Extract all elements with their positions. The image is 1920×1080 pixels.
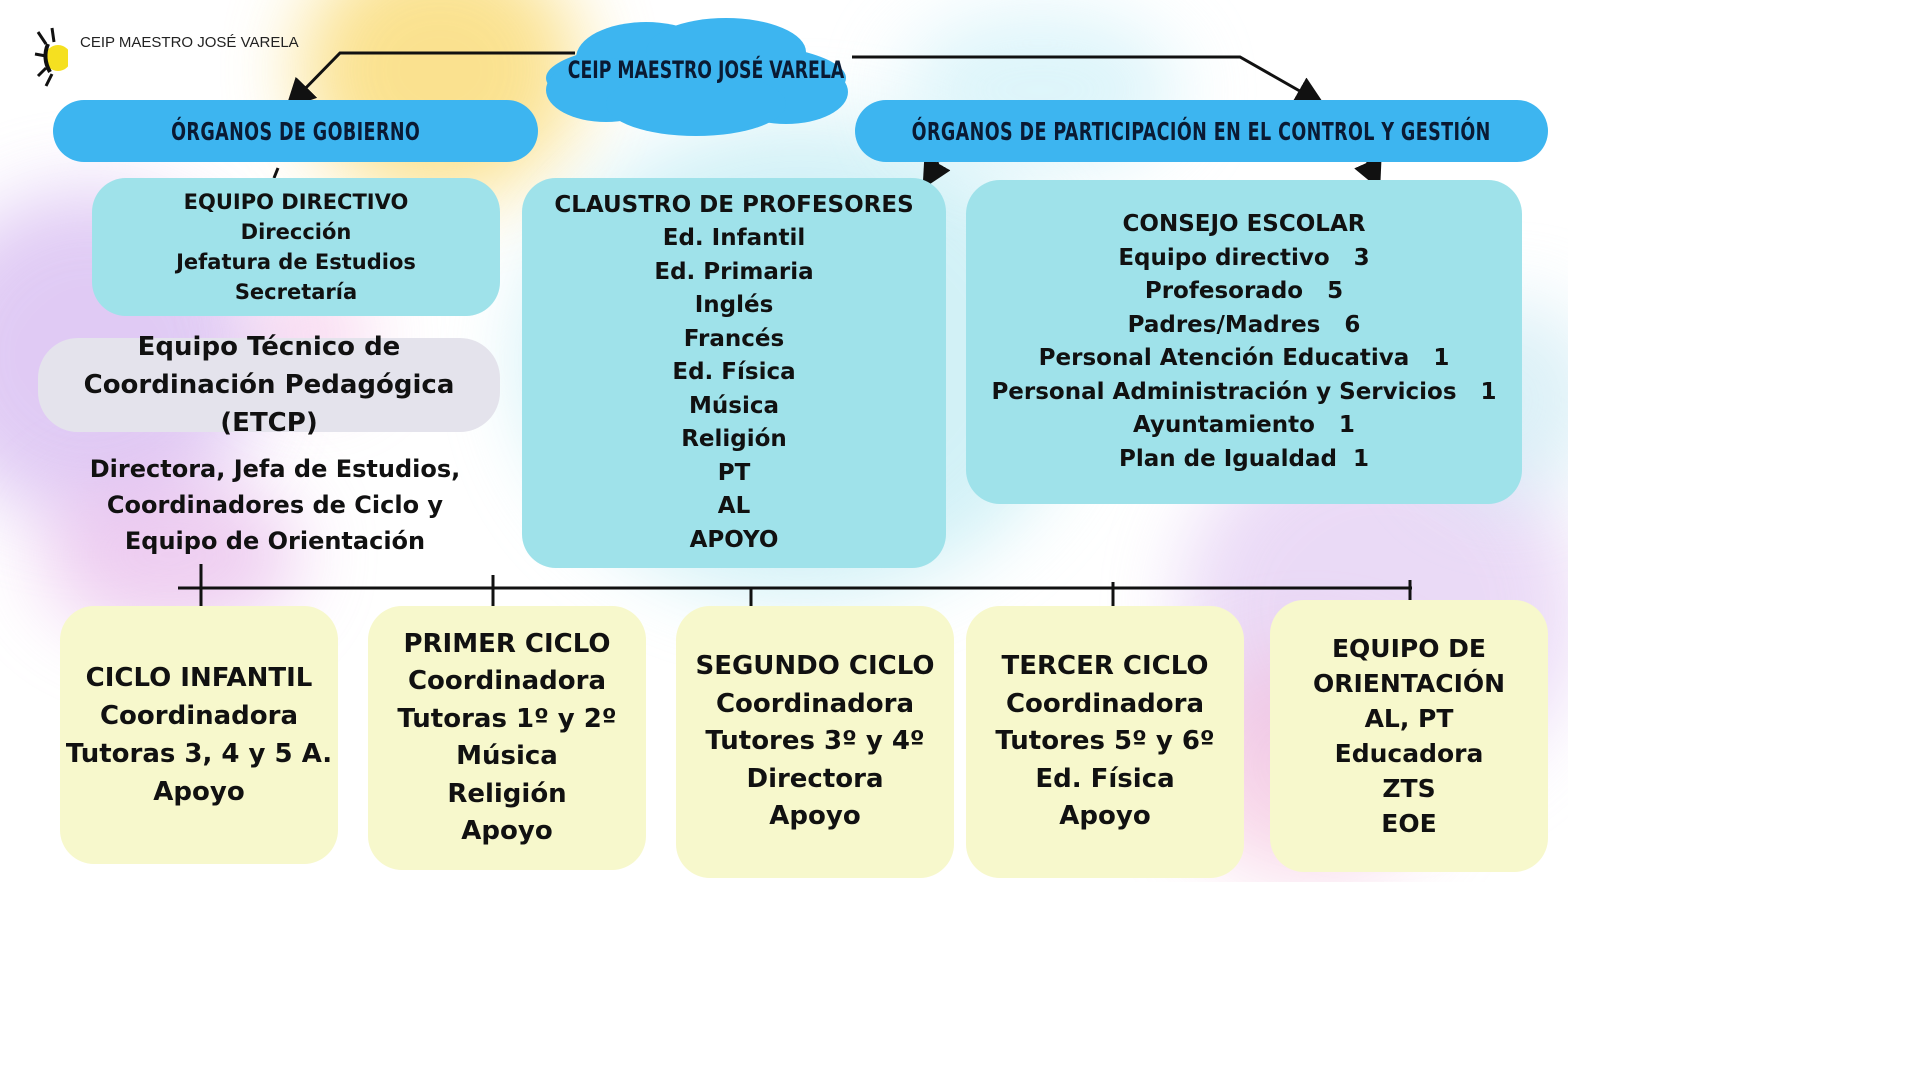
organos-participacion-pill: ÓRGANOS DE PARTICIPACIÓN EN EL CONTROL Y… xyxy=(855,100,1548,162)
consejo-item: Plan de Igualdad 1 xyxy=(1119,445,1369,472)
ciclo-item: Tutores 5º y 6º xyxy=(995,726,1215,757)
cloud-shape xyxy=(546,18,848,136)
primer-ciclo-title: PRIMER CICLO xyxy=(403,628,611,659)
ciclo-item: Educadora xyxy=(1334,739,1484,768)
ciclo-item: Tutoras 1º y 2º xyxy=(397,703,617,734)
equipo-orientacion-title: EQUIPO DE xyxy=(1331,634,1487,663)
organos-gobierno-pill: ÓRGANOS DE GOBIERNO xyxy=(53,100,538,162)
claustro-item: PT xyxy=(717,459,751,486)
etcp-title-line: Coordinación Pedagógica (ETCP) xyxy=(83,370,455,438)
etcp-box: Equipo Técnico de Coordinación Pedagógic… xyxy=(38,332,500,438)
claustro-item: Ed. Infantil xyxy=(662,225,806,252)
ciclo-item: Apoyo xyxy=(461,816,553,846)
ciclo-item: Coordinadora xyxy=(99,701,299,731)
segundo-ciclo-title: SEGUNDO CICLO xyxy=(695,651,935,682)
consejo-item: Personal Administración y Servicios 1 xyxy=(991,378,1497,405)
arrow-to-gobierno xyxy=(285,51,575,109)
tercer-ciclo-title: TERCER CICLO xyxy=(1001,651,1209,682)
ciclo-item: Directora xyxy=(746,763,884,794)
organos-gobierno-label: ÓRGANOS DE GOBIERNO xyxy=(170,116,421,146)
ciclo-infantil-box: CICLO INFANTIL Coordinadora Tutoras 3, 4… xyxy=(60,606,338,864)
claustro-item: Francés xyxy=(683,325,785,352)
consejo-item: Ayuntamiento 1 xyxy=(1133,412,1355,438)
equipo-directivo-box: EQUIPO DIRECTIVO Dirección Jefatura de E… xyxy=(92,178,500,316)
ciclo-item: Coordinadora xyxy=(1005,688,1205,719)
ciclo-item: Coordinadora xyxy=(715,688,915,719)
etcp-member-line: Coordinadores de Ciclo y xyxy=(106,491,444,519)
consejo-title: CONSEJO ESCOLAR xyxy=(1122,211,1366,237)
equipo-orientacion-box: EQUIPO DE ORIENTACIÓN AL, PT Educadora Z… xyxy=(1270,600,1548,872)
consejo-item: Equipo directivo 3 xyxy=(1118,244,1370,271)
claustro-box: CLAUSTRO DE PROFESORES Ed. Infantil Ed. … xyxy=(522,178,946,568)
ciclo-item: Tutoras 3, 4 y 5 A. xyxy=(65,739,333,769)
etcp-member-line: Equipo de Orientación xyxy=(124,527,426,555)
consejo-escolar-box: CONSEJO ESCOLAR Equipo directivo 3 Profe… xyxy=(966,180,1522,504)
claustro-item: Música xyxy=(689,392,779,419)
equipo-orientacion-title: ORIENTACIÓN xyxy=(1312,669,1506,698)
consejo-item: Padres/Madres 6 xyxy=(1127,311,1361,338)
ciclo-item: Apoyo xyxy=(769,801,861,832)
ciclo-item: EOE xyxy=(1381,809,1437,838)
equipo-directivo-item: Dirección xyxy=(240,220,352,244)
claustro-item: Religión xyxy=(681,426,787,453)
ciclo-item: Apoyo xyxy=(1059,801,1151,832)
claustro-item: Ed. Primaria xyxy=(654,258,814,285)
organos-participacion-label: ÓRGANOS DE PARTICIPACIÓN EN EL CONTROL Y… xyxy=(911,116,1492,146)
etcp-members: Directora, Jefa de Estudios, Coordinador… xyxy=(70,450,480,560)
ciclo-item: Tutores 3º y 4º xyxy=(705,726,925,757)
logo-text: CEIP MAESTRO JOSÉ VARELA xyxy=(80,34,299,51)
claustro-item: AL xyxy=(717,493,751,520)
ciclo-item: Coordinadora xyxy=(407,666,607,696)
claustro-item: APOYO xyxy=(689,526,779,553)
equipo-directivo-item: Jefatura de Estudios xyxy=(176,250,416,274)
claustro-item: Ed. Física xyxy=(672,359,796,386)
ciclo-item: Religión xyxy=(447,778,567,809)
root-cloud: CEIP MAESTRO JOSÉ VARELA xyxy=(536,12,854,136)
etcp-title-line: Equipo Técnico de xyxy=(137,332,401,362)
ciclo-item: ZTS xyxy=(1382,774,1436,803)
equipo-directivo-title: EQUIPO DIRECTIVO xyxy=(183,190,409,214)
arrow-to-participacion xyxy=(852,55,1326,106)
ciclo-item: Apoyo xyxy=(153,777,245,807)
consejo-item: Personal Atención Educativa 1 xyxy=(1038,345,1450,371)
primer-ciclo-box: PRIMER CICLO Coordinadora Tutoras 1º y 2… xyxy=(368,606,646,870)
ciclo-item: Ed. Física xyxy=(1035,763,1175,794)
sun-logo-icon xyxy=(34,27,71,87)
segundo-ciclo-box: SEGUNDO CICLO Coordinadora Tutores 3º y … xyxy=(676,606,954,878)
claustro-item: Inglés xyxy=(694,292,774,319)
claustro-title: CLAUSTRO DE PROFESORES xyxy=(554,191,914,218)
ciclo-infantil-title: CICLO INFANTIL xyxy=(85,663,313,693)
etcp-member-line: Directora, Jefa de Estudios, xyxy=(89,455,461,483)
equipo-directivo-item: Secretaría xyxy=(234,280,358,304)
root-title: CEIP MAESTRO JOSÉ VARELA xyxy=(567,56,845,84)
connector-gobierno-equipo xyxy=(272,167,280,179)
arrow-to-claustro xyxy=(922,155,951,190)
ciclo-item: Música xyxy=(456,741,558,771)
tercer-ciclo-box: TERCER CICLO Coordinadora Tutores 5º y 6… xyxy=(966,606,1244,878)
ciclo-item: AL, PT xyxy=(1364,704,1454,733)
school-logo xyxy=(32,14,71,94)
consejo-item: Profesorado 5 xyxy=(1144,278,1344,304)
